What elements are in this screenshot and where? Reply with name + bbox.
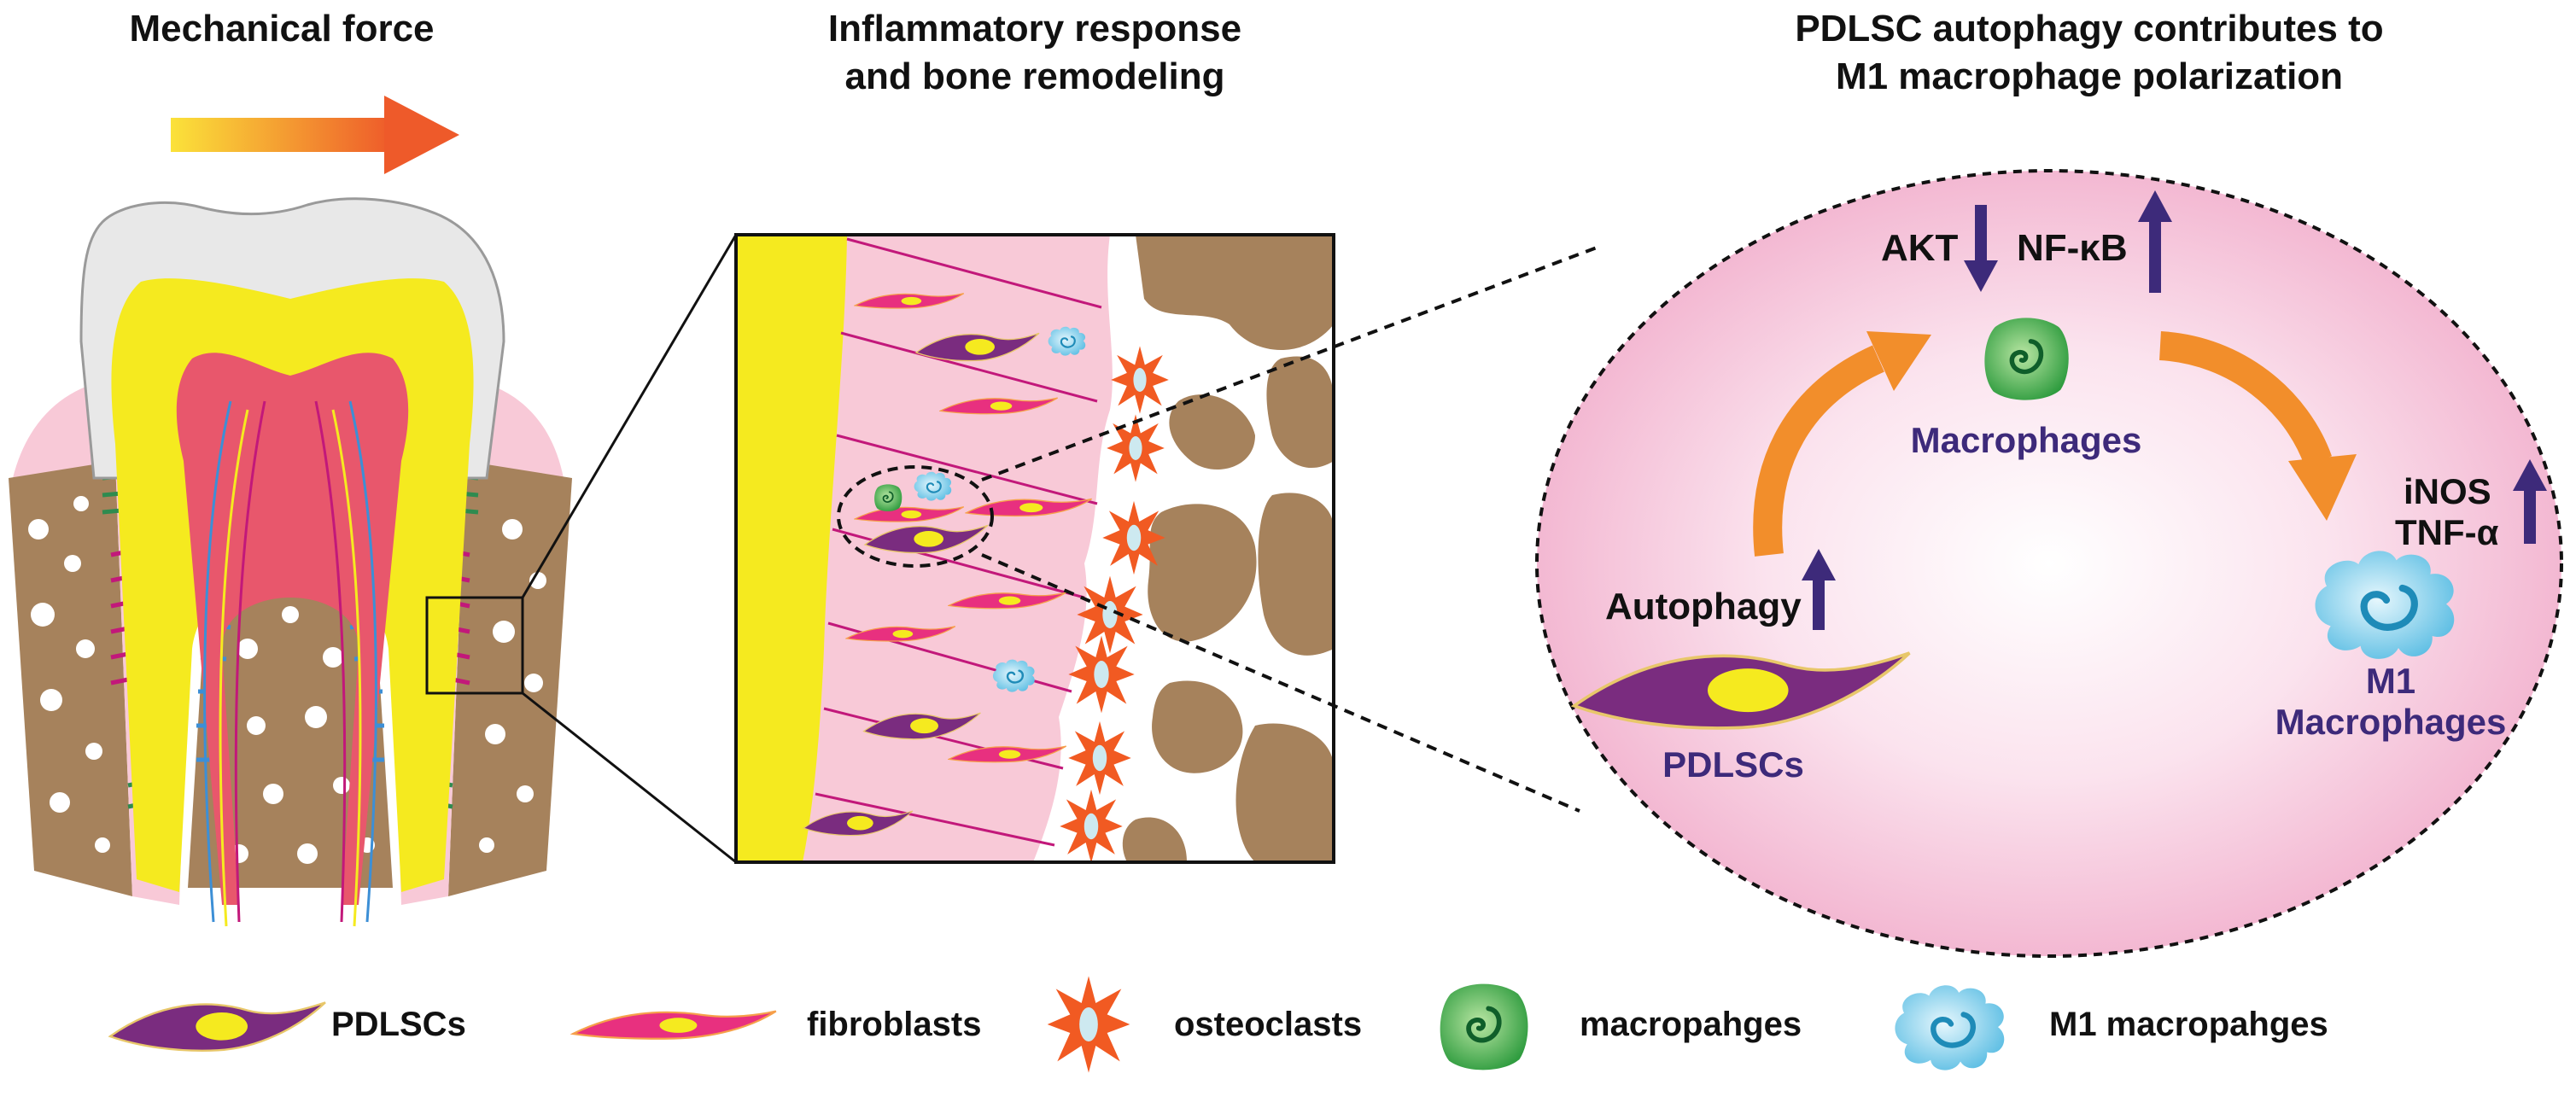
legend-item-m1-macrophages: M1 macropahges xyxy=(1895,985,2328,1070)
legend-label: osteoclasts xyxy=(1174,1006,1362,1043)
m1-markers-up-arrow xyxy=(2513,459,2547,544)
focus-ellipse xyxy=(837,465,994,568)
mechanism-ellipse: AKT NF-κB Macrophages Autophagy PDLS xyxy=(1535,169,2563,958)
m1-label-line1: M1 xyxy=(2366,661,2415,701)
pulp-vessels xyxy=(203,400,377,927)
bone-fragments xyxy=(1122,235,1334,862)
nfkb-label: NF-κB xyxy=(2017,227,2128,269)
pdlscs-label: PDLSCs xyxy=(1662,744,1804,785)
legend-label: M1 macropahges xyxy=(2049,1006,2328,1043)
legend: PDLSCs fibroblasts osteoclasts macropahg… xyxy=(108,976,2328,1073)
right-panel-title-line2: M1 macrophage polarization xyxy=(1836,55,2343,97)
legend-label: fibroblasts xyxy=(807,1006,981,1043)
autophagy-to-macrophage-arrow xyxy=(1753,331,1931,557)
legend-item-pdlscs: PDLSCs xyxy=(108,1001,466,1053)
focus-line-bottom xyxy=(981,553,1580,813)
zoom-region-box xyxy=(425,596,524,695)
focus-line-top xyxy=(981,246,1598,481)
legend-item-osteoclasts: osteoclasts xyxy=(1047,976,1362,1073)
m1-macrophage-cell-icon xyxy=(1895,985,2004,1070)
nfkb-up-arrow xyxy=(2138,190,2172,293)
autophagy-label: Autophagy xyxy=(1605,586,1802,627)
legend-label: macropahges xyxy=(1580,1006,1802,1043)
legend-item-macrophages: macropahges xyxy=(1440,984,1802,1070)
macrophages-label: Macrophages xyxy=(1911,420,2142,460)
mechanical-force-arrow xyxy=(171,96,459,174)
osteoclast-cell-icon xyxy=(1047,976,1130,1073)
autophagy-up-arrow xyxy=(1802,549,1836,630)
dentin-surface xyxy=(736,235,847,862)
legend-label: PDLSCs xyxy=(331,1006,466,1043)
middle-panel-title-line1: Inflammatory response xyxy=(828,8,1241,50)
left-panel-title: Mechanical force xyxy=(129,8,434,50)
m1-label-line2: Macrophages xyxy=(2275,702,2507,742)
macrophage-cell-icon xyxy=(873,483,903,512)
tnfa-label: TNF-α xyxy=(2395,512,2499,552)
macrophage-cell-icon xyxy=(1984,318,2068,400)
magnified-pdl-panel xyxy=(734,233,1335,864)
inos-label: iNOS xyxy=(2404,471,2491,511)
akt-label: AKT xyxy=(1881,227,1959,269)
pdlsc-cell-icon xyxy=(108,1001,327,1053)
macrophage-cell-icon xyxy=(1440,984,1528,1070)
fibroblast-cell-icon xyxy=(571,1010,778,1041)
right-panel-title-line1: PDLSC autophagy contributes to xyxy=(1795,8,2383,50)
zoom-line-bottom xyxy=(522,691,737,864)
zoom-line-top xyxy=(521,234,738,598)
macrophage-to-m1-arrow xyxy=(2158,331,2357,521)
legend-item-fibroblasts: fibroblasts xyxy=(571,1006,981,1043)
middle-panel-title-line2: and bone remodeling xyxy=(845,55,1225,97)
tooth-illustration xyxy=(9,197,572,927)
akt-down-arrow xyxy=(1964,205,1998,292)
